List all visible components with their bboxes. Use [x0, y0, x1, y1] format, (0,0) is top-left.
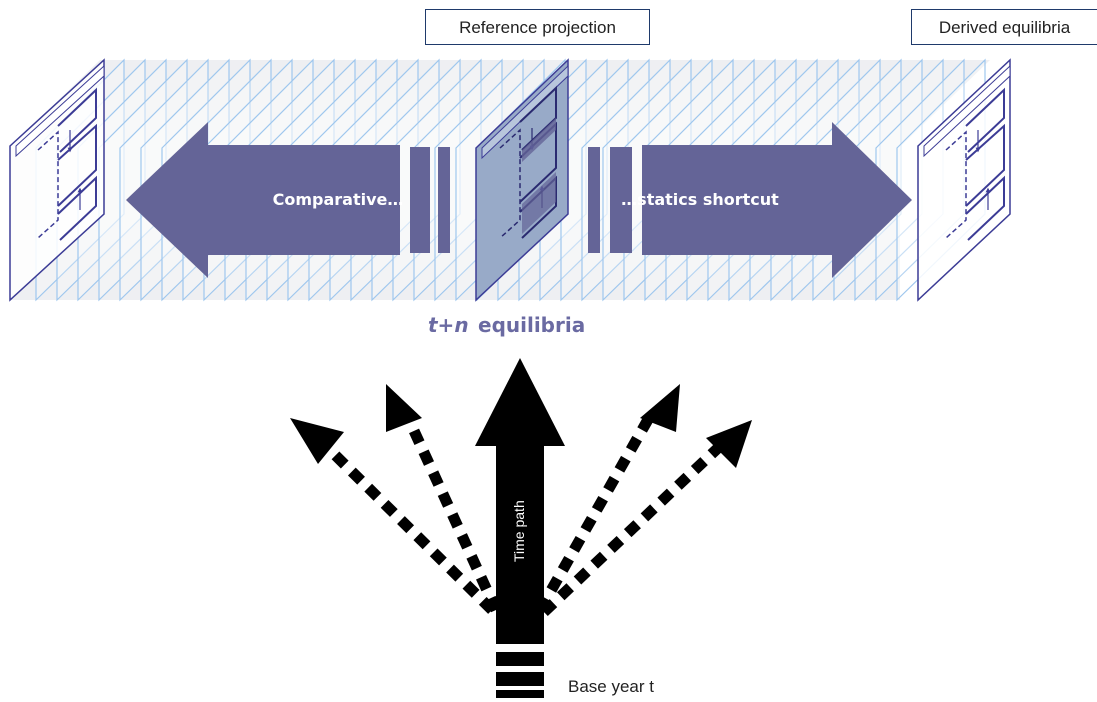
dotted-arrows	[290, 384, 752, 617]
reference-panel	[475, 58, 569, 302]
comparative-arrow	[126, 122, 450, 278]
base-year-label: Base year t	[568, 677, 654, 696]
right-frame	[917, 58, 1011, 302]
dotted-arrowhead	[386, 384, 422, 432]
bracket-frame-icon	[37, 87, 97, 241]
bracket-frame-icon	[945, 87, 1005, 241]
equilibria-label: equilibria	[478, 313, 585, 337]
statics-shortcut-arrow	[588, 122, 912, 278]
dotted-arrowhead	[706, 420, 752, 468]
dotted-arrowhead	[640, 384, 680, 432]
comparative-label: Comparative…	[273, 190, 404, 209]
left-frame	[9, 58, 105, 302]
t-plus-n-label: t+n	[428, 313, 469, 337]
dotted-arrowhead	[290, 418, 344, 464]
derived-equilibria-label: Derived equilibria	[911, 9, 1097, 45]
time-path-label: Time path	[511, 500, 527, 562]
reference-projection-label: Reference projection	[425, 9, 650, 45]
time-path-arrow	[475, 358, 565, 698]
statics-shortcut-label: …statics shortcut	[621, 190, 779, 209]
